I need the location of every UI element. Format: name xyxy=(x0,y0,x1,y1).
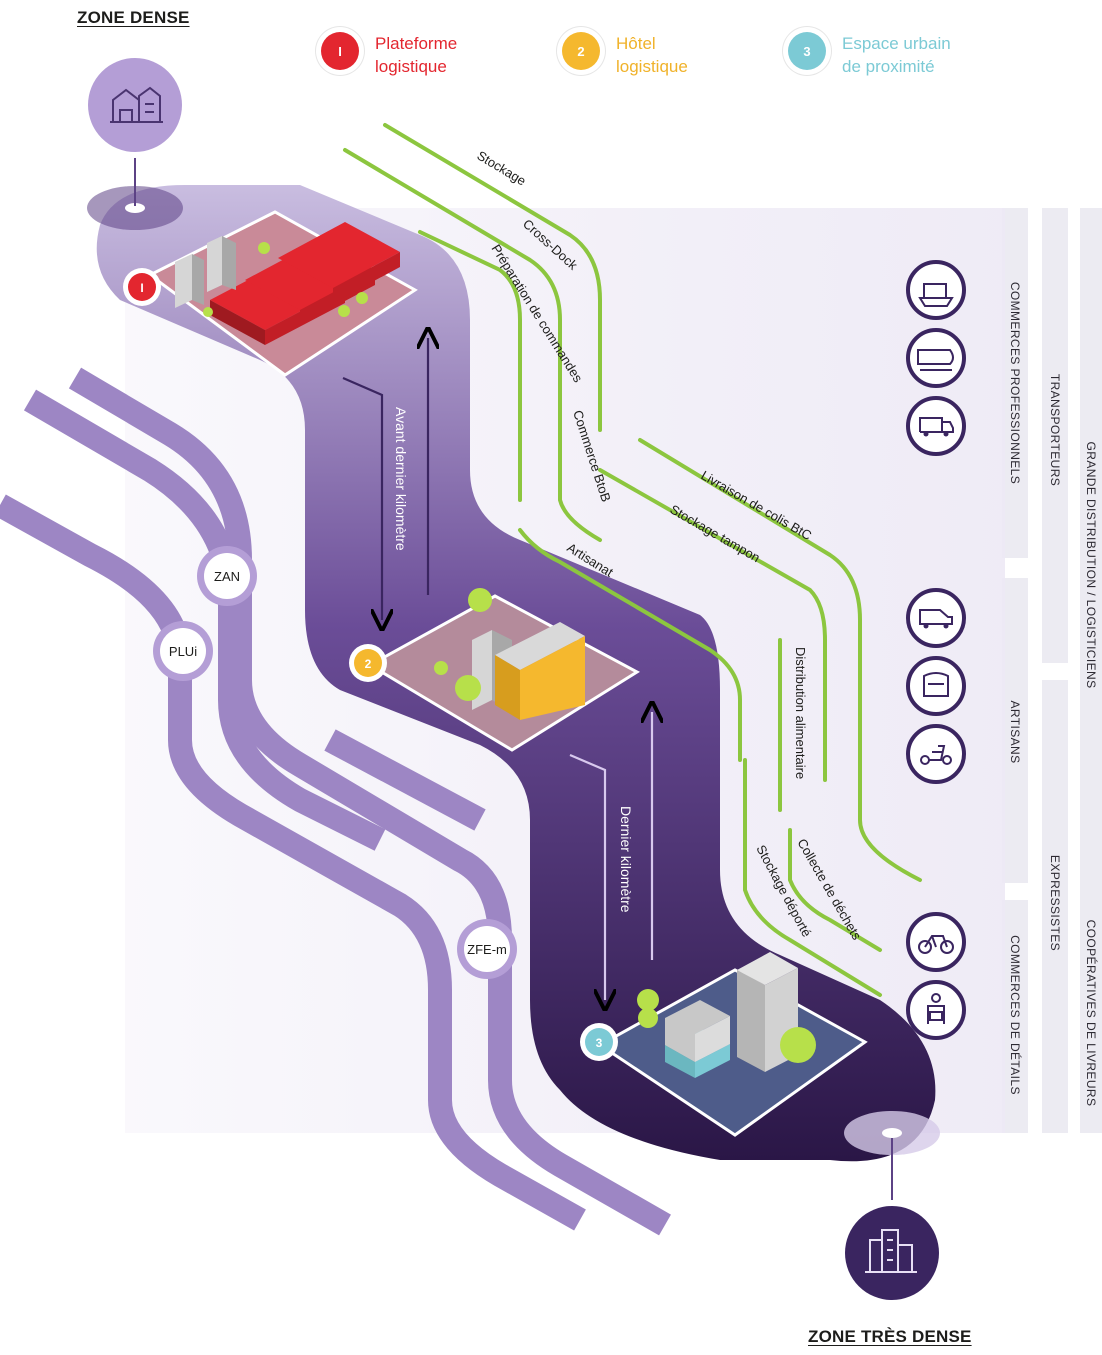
scooter-icon xyxy=(906,724,966,784)
legend-badge-1: I xyxy=(321,32,359,70)
legend-badge-3: 3 xyxy=(788,32,826,70)
actor-commerces-details: COMMERCES DE DÉTAILS xyxy=(1008,935,1022,1095)
legend-label-hotel: Hôtel logistique xyxy=(616,34,688,76)
actor-column-2-bot xyxy=(1042,680,1068,1133)
zone-dense-marker xyxy=(82,52,188,230)
segment-label-avant-dernier: Avant dernier kilomètre xyxy=(393,407,409,551)
actor-cooperatives-livreurs: COOPÉRATIVES DE LIVREURS xyxy=(1084,919,1098,1107)
marker-2: 2 xyxy=(349,644,387,682)
zone-tres-dense-marker xyxy=(839,1111,945,1306)
actor-column-1-bot xyxy=(1002,900,1028,1133)
electric-van-icon xyxy=(906,656,966,716)
actor-column-2-top xyxy=(1042,208,1068,663)
svg-text:PLUi: PLUi xyxy=(169,644,197,659)
bicycle-icon xyxy=(906,912,966,972)
svg-text:I: I xyxy=(140,281,143,295)
actor-column-1-mid xyxy=(1002,578,1028,883)
actor-transporteurs: TRANSPORTEURS xyxy=(1048,373,1062,487)
vehicle-icons xyxy=(906,260,966,1040)
legend-label-platform: Plateforme logistique xyxy=(375,34,458,76)
actor-column-1-top xyxy=(1002,208,1028,558)
legend-item-hotel: 2 Hôtel logistique xyxy=(562,32,756,78)
city-buildings-icon xyxy=(865,1229,917,1273)
courier-icon xyxy=(906,980,966,1040)
svg-text:ZFE-m: ZFE-m xyxy=(467,942,507,957)
zone-dense-title: ZONE DENSE xyxy=(77,8,190,27)
actor-expressistes: EXPRESSISTES xyxy=(1048,854,1062,952)
logistics-platform xyxy=(147,210,418,377)
segment-arrows xyxy=(342,338,652,1000)
svg-text:2: 2 xyxy=(365,657,372,671)
legend-label-proximity: Espace urbain de proximité xyxy=(842,34,951,76)
cargo-ship-icon xyxy=(906,260,966,320)
urban-proximity-space xyxy=(597,952,868,1137)
legend-item-platform: I Plateforme logistique xyxy=(321,32,515,78)
zone-tres-dense-title: ZONE TRÈS DENSE xyxy=(808,1327,972,1346)
flow-label-distribution-alimentaire: Distribution alimentaire xyxy=(793,647,808,779)
marker-3: 3 xyxy=(580,1023,618,1061)
train-icon xyxy=(906,328,966,388)
regulation-badge-zan: ZAN xyxy=(197,546,257,606)
regulation-badge-plui: PLUi xyxy=(153,621,213,681)
actor-column-3 xyxy=(1080,208,1102,1133)
svg-text:3: 3 xyxy=(596,1036,603,1050)
legend-badge-2: 2 xyxy=(562,32,600,70)
houses-icon xyxy=(110,86,163,123)
segment-label-dernier: Dernier kilomètre xyxy=(618,806,634,913)
actor-artisans: ARTISANS xyxy=(1008,700,1022,764)
actor-commerces-professionnels: COMMERCES PROFESSIONNELS xyxy=(1008,281,1022,485)
logistics-hotel xyxy=(366,588,640,752)
marker-1: I xyxy=(123,268,161,306)
flow-lines xyxy=(343,123,922,997)
actor-grande-distribution: GRANDE DISTRIBUTION / LOGISTICIENS xyxy=(1084,441,1098,689)
svg-text:ZAN: ZAN xyxy=(214,569,240,584)
regulation-badge-zfe: ZFE-m xyxy=(457,919,517,979)
legend-item-proximity: 3 Espace urbain de proximité xyxy=(788,32,982,78)
van-icon xyxy=(906,588,966,648)
truck-icon xyxy=(906,396,966,456)
